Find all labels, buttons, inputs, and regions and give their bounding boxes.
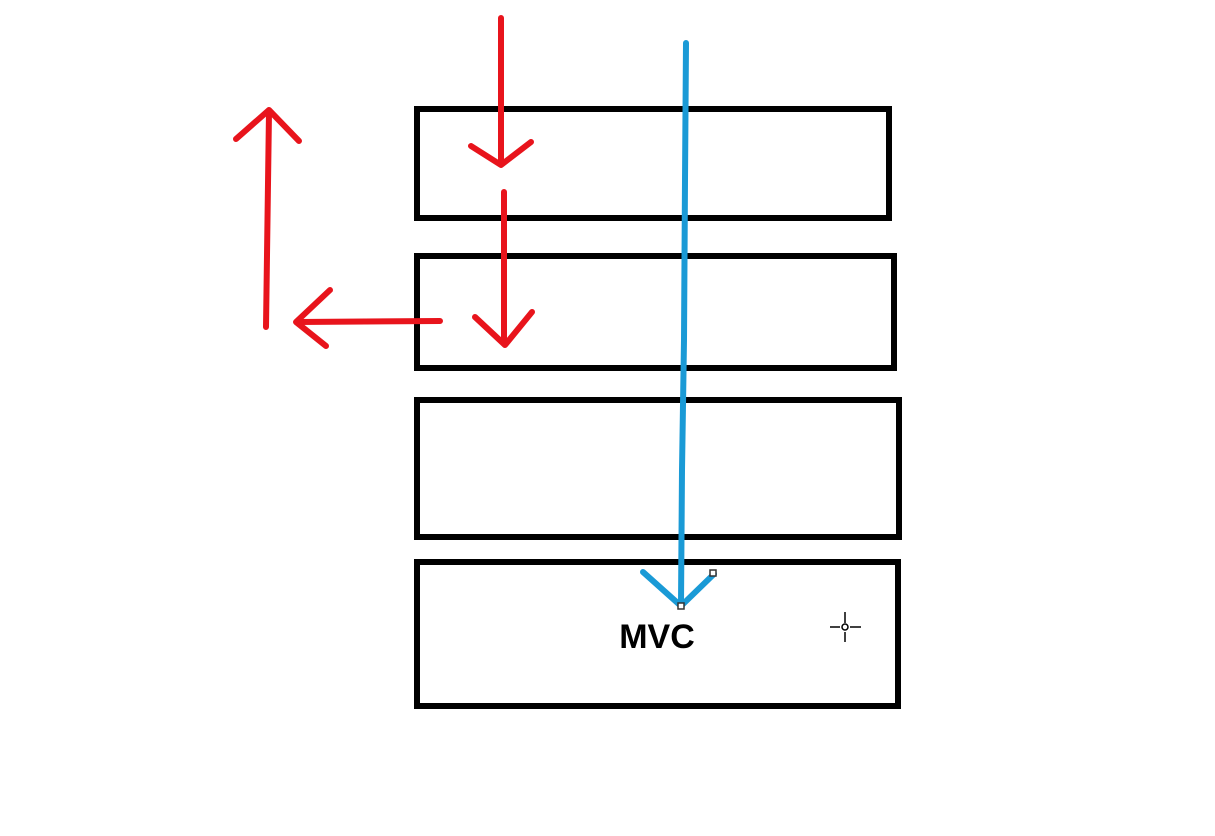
layer-boxes (414, 106, 902, 709)
layer-label-mvc: MVC (619, 618, 695, 656)
red-arrow-up-shaft (263, 109, 272, 330)
layer-box-1 (414, 106, 892, 221)
red-arrow-left-shaft (295, 318, 443, 325)
selection-handle-bottom[interactable] (677, 602, 685, 610)
red-arrow-up-head (233, 107, 302, 144)
red-flow-arrows (233, 15, 535, 349)
blue-arrow-shaft (678, 40, 689, 607)
crosshair-cursor-icon (830, 612, 861, 642)
red-arrow-down-1-head (468, 139, 534, 168)
layer-box-4 (414, 559, 901, 709)
layer-box-2 (414, 253, 897, 371)
red-arrow-down-2-head (472, 309, 535, 348)
selection-handles[interactable] (677, 569, 717, 610)
red-arrow-left-head (293, 287, 333, 349)
layer-box-3 (414, 397, 902, 540)
selection-handle-right[interactable] (709, 569, 717, 577)
blue-flow-arrow (640, 40, 717, 609)
